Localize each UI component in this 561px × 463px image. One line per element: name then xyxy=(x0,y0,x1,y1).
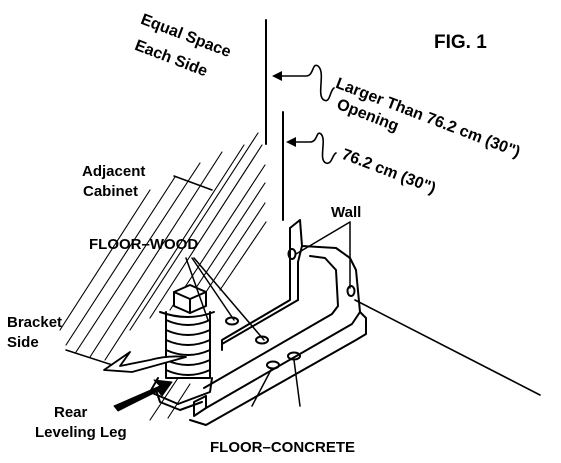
adjacent-cabinet-label-line1: Adjacent xyxy=(82,163,146,180)
wall-label: Wall xyxy=(331,204,362,221)
rear-leveling-leg-label-line2: Leveling Leg xyxy=(35,424,127,441)
cabinet-edge xyxy=(265,19,284,221)
leveling-leg xyxy=(149,284,215,411)
adjacent-cabinet-hatching xyxy=(59,132,267,421)
dimension-leaders xyxy=(272,64,337,165)
rear-leveling-leg-arrow xyxy=(113,379,173,412)
figure-title: FIG. 1 xyxy=(434,32,487,53)
adjacent-cabinet-label-line2: Cabinet xyxy=(83,183,139,200)
bracket-side-label-line1: Bracket xyxy=(7,314,63,331)
bracket-side-arrow xyxy=(103,351,187,373)
bracket-side-label-line2: Side xyxy=(7,334,39,351)
wall-floor-line xyxy=(354,299,541,396)
floor-concrete-label: FLOOR–CONCRETE xyxy=(210,439,356,456)
floor-wood-label: FLOOR–WOOD xyxy=(89,236,199,253)
rear-leveling-leg-label-line1: Rear xyxy=(54,404,88,421)
anti-tip-bracket xyxy=(189,219,367,426)
